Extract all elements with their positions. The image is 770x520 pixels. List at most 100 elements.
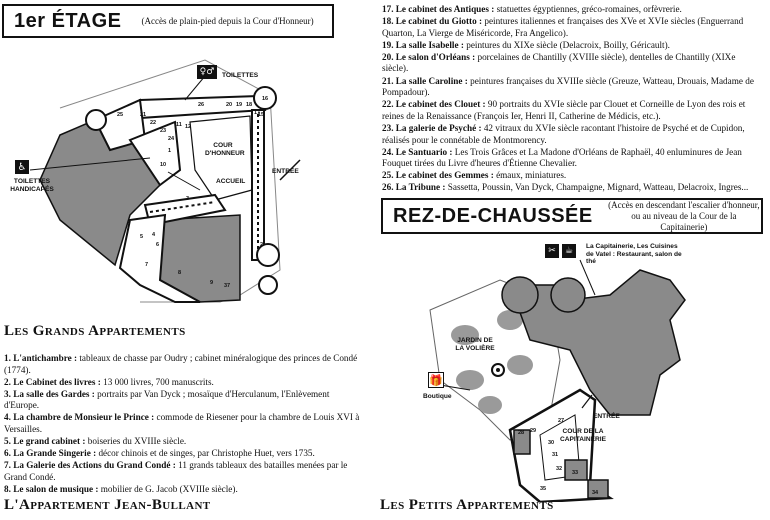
ground-floor-access-note: (Accès en descendant l'escalier d'honneu… [608,199,760,232]
legend-item: 19. La salle Isabelle : peintures du XIX… [382,39,670,50]
room-number: 3 [186,196,190,202]
jardin-label: JARDIN DE LA VOLIÈRE [455,337,495,352]
tower [550,277,586,313]
legend-item: 20. Le salon d'Orléans : porcelaines de … [382,51,736,74]
legend-item: 17. Le cabinet des Antiques : statuettes… [382,4,682,14]
capitainerie-court-label: COUR DE LA CAPITAINERIE [559,428,607,443]
legend-item: 8. Le salon de musique : mobilier de G. … [4,484,238,495]
room-number: 33 [572,470,579,476]
toilets-label: TOILETTES [222,72,259,79]
boutique-leader [439,384,471,391]
room-number: 34 [592,490,599,496]
first-floor-access-note: (Accès de plain-pied depuis la Cour d'Ho… [141,15,314,26]
first-floor-title: 1er ÉTAGE [14,9,122,32]
room-number: 25 [117,112,124,118]
grands-appartements-legend: 1. L'antichambre : tableaux de chasse pa… [4,353,364,496]
accueil-label: ACCUEIL [216,178,246,185]
room-number: 30 [548,440,555,446]
tree-clump [456,370,484,390]
room-number: 4 [152,232,156,238]
toilets-leader-line [29,157,151,171]
boutique-label: Boutique [423,393,452,400]
room-number: 20 [226,102,233,108]
legend-item: 1. L'antichambre : tableaux de chasse pa… [4,353,358,375]
toilets-icon: ♀♂ [197,65,217,79]
legend-item: 26. La Tribune : Sassetta, Poussin, Van … [382,182,749,193]
room-number: 17 [254,110,261,116]
first-floor-header: 1er ÉTAGE (Accès de plain-pied depuis la… [2,4,334,38]
room-number: 12 [185,124,192,130]
restaurant-icon: ✂ [545,244,559,258]
legend-item: 7. La Galerie des Actions du Grand Condé… [4,460,348,482]
legend-item: 2. Le Cabinet des livres : 13 000 livres… [4,376,214,387]
ground-entrance-arrow [581,394,593,409]
cour-honneur-label: COUR D'HONNEUR [205,142,245,157]
tower [501,276,539,314]
ground-floor-map [429,259,686,502]
capitainerie-label: La Capitainerie, Les Cuisines de Vatel :… [586,243,682,265]
south-rooms [118,213,201,303]
room-number: 29 [530,428,537,434]
room-number: 21 [140,112,147,118]
legend-item: 21. La salle Caroline : peintures frança… [382,75,754,98]
tree-clump [478,396,502,414]
tree-clump [497,310,523,330]
first-floor-map [29,59,301,303]
moat-outline [59,59,281,303]
room-number: 26 [198,102,205,108]
petits-appartements-heading: Les Petits Appartements [380,497,554,513]
room-number: 8 [178,270,182,276]
room-number: 27 [558,418,565,424]
room-number: 19 [236,102,243,108]
room-block-33 [564,459,588,481]
tower-nw [85,109,107,131]
wheelchair-icon: ♿ [15,160,29,174]
legend-item: 3. La salle des Gardes : portraits par V… [4,388,330,411]
corridor-dashes [149,201,216,213]
tree-clump [507,355,533,375]
room-block-28 [513,429,531,455]
legend-item: 25. Le cabinet des Gemmes : émaux, minia… [382,170,567,181]
room-number: 6 [156,242,160,248]
legend-item: 4. La chambre de Monsieur le Prince : co… [4,412,360,435]
legend-item: 5. Le grand cabinet : boiseries du XVIII… [4,436,187,447]
room-number: 37 [224,283,231,289]
tree-clump [451,325,479,345]
entrance-arrow [279,159,301,181]
room-block-34 [587,479,609,499]
room-number: 5 [140,234,144,240]
legend-item: 22. Le cabinet des Clouet : 90 portraits… [382,99,746,121]
gift-icon: 🎁 [428,372,444,388]
right-legend: 17. Le cabinet des Antiques : statuettes… [382,4,754,195]
room-number: 24 [168,136,175,142]
handicapped-toilets-label: TOILETTES HANDICAPÉS [10,178,54,193]
ground-floor-header: REZ-DE-CHAUSSÉE (Accès en descendant l'e… [381,198,763,234]
room-number: 23 [160,128,167,134]
room-number: 31 [552,452,559,458]
legend-item: 18. Le cabinet du Giotto : peintures ita… [382,16,744,38]
legend-item: 6. La Grande Singerie : décor chinois et… [4,448,315,459]
teacup-icon: ☕ [562,244,576,258]
room-number: 16 [262,96,269,102]
room-number: 15 [258,112,265,118]
entree-label: ENTRÉE [272,168,299,175]
room-number: 2 [260,242,264,248]
room-number: 32 [556,466,563,472]
toilets-top-leader [184,75,206,101]
room-number: 28 [518,430,525,436]
legend-item: 23. La galerie de Psyché : 42 vitraux du… [382,122,745,145]
ground-floor-title: REZ-DE-CHAUSSÉE [393,204,593,227]
jean-bullant-heading: L'Appartement Jean-Bullant [4,497,211,513]
grands-appartements-heading: Les Grands Appartements [4,323,186,339]
room-number: 10 [160,162,167,168]
tower-e [256,243,280,267]
accueil-arrow [167,171,201,191]
room-number: 1 [168,148,172,154]
ground-entree-label: ENTRÉE [593,413,620,420]
west-rooms [128,120,182,187]
tower-ne [253,86,277,110]
tower-s [258,275,278,295]
cour-honneur-outline [189,115,253,201]
room-number: 9 [210,280,214,286]
room-number: 11 [176,122,182,128]
